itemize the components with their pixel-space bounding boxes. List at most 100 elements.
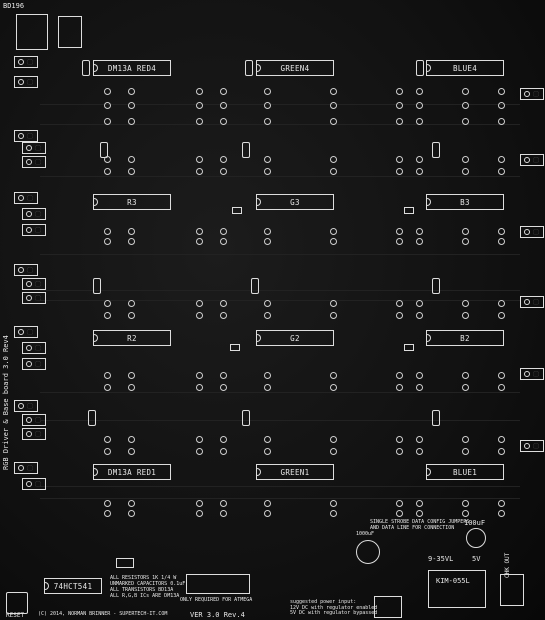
- solder-pad: [128, 156, 135, 163]
- solder-pad: [264, 448, 271, 455]
- solder-pad: [498, 228, 505, 235]
- voltage-label: 9-35VL: [428, 555, 454, 563]
- resistor: [251, 278, 259, 294]
- solder-pad: [330, 228, 337, 235]
- solder-pad: [220, 510, 227, 517]
- solder-pad: [396, 300, 403, 307]
- solder-pad: [462, 372, 469, 379]
- solder-pad: [128, 300, 135, 307]
- resistor: [93, 278, 101, 294]
- solder-pad: [264, 168, 271, 175]
- capacitor: [404, 207, 414, 214]
- trace: [40, 498, 520, 499]
- solder-pad: [462, 436, 469, 443]
- transistor: [14, 400, 38, 412]
- transistor: [22, 224, 46, 236]
- solder-pad: [220, 312, 227, 319]
- solder-pad: [128, 168, 135, 175]
- solder-pad: [462, 510, 469, 517]
- transistor: [22, 156, 46, 168]
- solder-pad: [330, 118, 337, 125]
- chip-blue4: BLUE4: [426, 60, 504, 76]
- solder-pad: [128, 312, 135, 319]
- solder-pad: [396, 500, 403, 507]
- solder-pad: [220, 448, 227, 455]
- solder-pad: [264, 372, 271, 379]
- transistor: [22, 358, 46, 370]
- resistor: [245, 60, 253, 76]
- transistor: [22, 292, 46, 304]
- trace: [40, 486, 520, 487]
- transistor: [22, 342, 46, 354]
- solder-pad: [498, 312, 505, 319]
- solder-pad: [264, 312, 271, 319]
- resistor: [432, 278, 440, 294]
- reset-label: RESET: [6, 612, 25, 619]
- solder-pad: [498, 448, 505, 455]
- solder-pad: [264, 436, 271, 443]
- transistor: [14, 264, 38, 276]
- solder-pad: [416, 238, 423, 245]
- header-connector: [58, 16, 82, 48]
- chip-r2: R2: [93, 330, 171, 346]
- solder-pad: [220, 168, 227, 175]
- solder-pad: [330, 102, 337, 109]
- solder-pad: [104, 88, 111, 95]
- solder-pad: [220, 238, 227, 245]
- power-jack: [374, 596, 402, 618]
- resistor: [432, 142, 440, 158]
- chip-b2: B2: [426, 330, 504, 346]
- resistor: [416, 60, 424, 76]
- chip-74hct541: 74HCT541: [44, 578, 102, 594]
- edge-connector: [520, 296, 544, 308]
- solder-pad: [416, 88, 423, 95]
- kim-module: [428, 570, 486, 608]
- solder-pad: [462, 88, 469, 95]
- solder-pad: [330, 88, 337, 95]
- solder-pad: [498, 384, 505, 391]
- solder-pad: [498, 300, 505, 307]
- solder-pad: [330, 384, 337, 391]
- solder-pad: [196, 156, 203, 163]
- reset-button: [6, 592, 28, 614]
- solder-pad: [462, 448, 469, 455]
- solder-pad: [264, 500, 271, 507]
- solder-pad: [220, 102, 227, 109]
- power-note: suggested power input: 12V DC with regul…: [290, 599, 378, 616]
- solder-pad: [462, 168, 469, 175]
- solder-pad: [196, 312, 203, 319]
- solder-pad: [104, 118, 111, 125]
- solder-pad: [416, 510, 423, 517]
- cap-1000uf-label: 1000uF: [356, 531, 375, 537]
- chip-red4: DM13A RED4: [93, 60, 171, 76]
- solder-pad: [498, 156, 505, 163]
- crystal: [116, 558, 134, 568]
- solder-pad: [220, 372, 227, 379]
- solder-pad: [498, 168, 505, 175]
- solder-pad: [396, 168, 403, 175]
- solder-pad: [416, 372, 423, 379]
- edge-connector: [520, 226, 544, 238]
- copyright: (C) 2014, NORMAN BRINNER - SUPERTECH-IT.…: [38, 611, 168, 617]
- solder-pad: [498, 436, 505, 443]
- solder-pad: [396, 448, 403, 455]
- solder-pad: [104, 102, 111, 109]
- solder-pad: [220, 384, 227, 391]
- solder-pad: [104, 168, 111, 175]
- solder-pad: [330, 168, 337, 175]
- solder-pad: [264, 118, 271, 125]
- solder-pad: [416, 102, 423, 109]
- transistor: [22, 208, 46, 220]
- chip-g2: G2: [256, 330, 334, 346]
- solder-pad: [396, 312, 403, 319]
- solder-pad: [196, 500, 203, 507]
- solder-pad: [416, 156, 423, 163]
- transistor: [14, 326, 38, 338]
- solder-pad: [396, 118, 403, 125]
- solder-pad: [330, 510, 337, 517]
- solder-pad: [104, 238, 111, 245]
- solder-pad: [264, 88, 271, 95]
- solder-pad: [416, 448, 423, 455]
- solder-pad: [462, 118, 469, 125]
- capacitor-100uf: [466, 528, 486, 548]
